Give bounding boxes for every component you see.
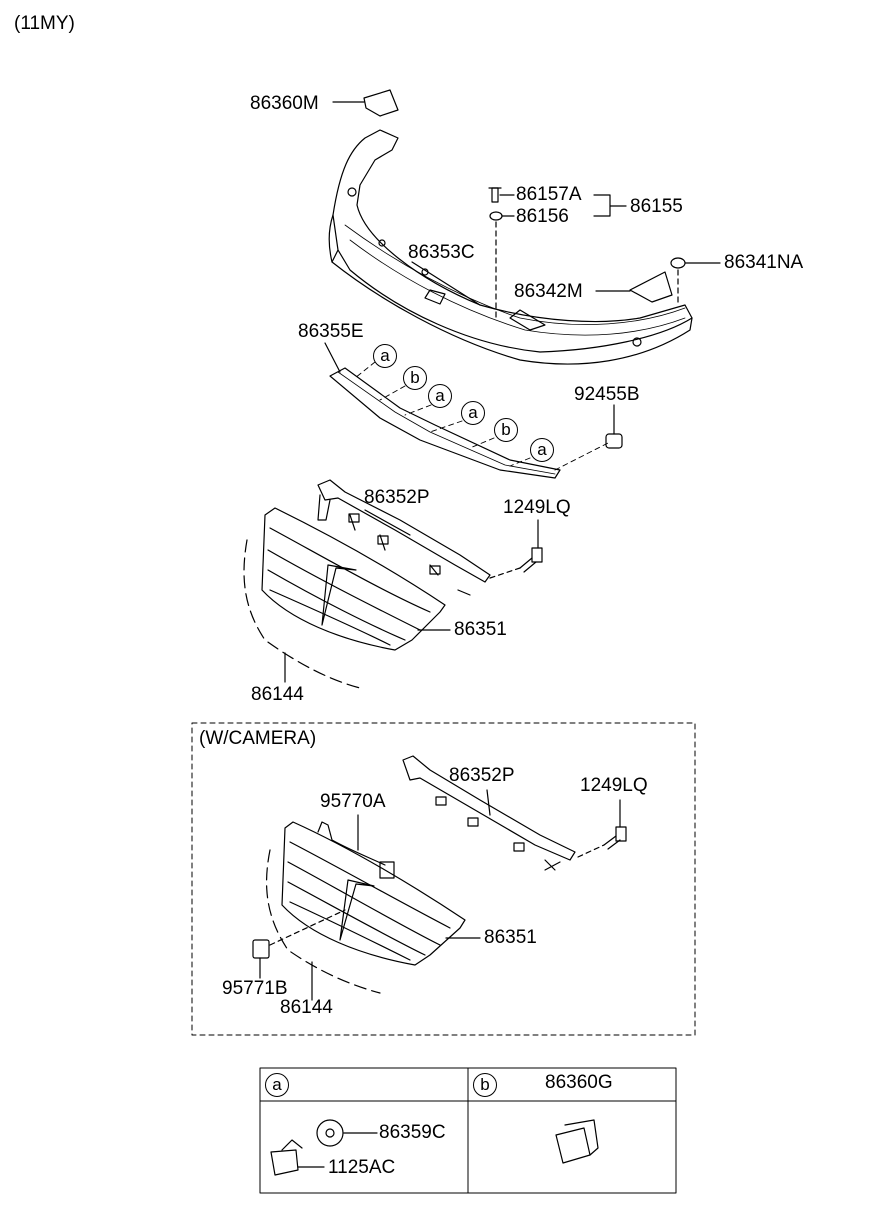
part-label-92455B: 92455B — [574, 384, 640, 405]
legend-key-b: b — [473, 1073, 497, 1097]
legend-a-parts — [270, 1119, 378, 1176]
part-label-86352P: 86352P — [364, 487, 430, 508]
part-label-86341NA: 86341NA — [724, 252, 804, 273]
part-label-95770A: 95770A — [320, 791, 386, 812]
model-year-label: (11MY) — [14, 13, 75, 34]
screw-1249LQ — [489, 519, 543, 579]
part-label-86144-camera: 86144 — [280, 997, 333, 1018]
callout-a: a — [373, 344, 397, 368]
callout-a: a — [428, 384, 452, 408]
legend-b-part — [555, 1119, 599, 1164]
screw-1249LQ-camera — [577, 799, 627, 858]
legend-part-1125AC: 1125AC — [328, 1157, 396, 1178]
camera-wiring-95770A — [317, 814, 395, 879]
callout-b: b — [403, 366, 427, 390]
part-label-86351-camera: 86351 — [484, 927, 537, 948]
bracket-86352P-camera — [402, 755, 576, 871]
callout-b: b — [494, 418, 518, 442]
bracket-86352P — [317, 479, 491, 596]
camera-95771B — [252, 909, 346, 979]
callout-a: a — [530, 438, 554, 462]
part-label-86155: 86155 — [630, 196, 683, 217]
part-label-1249LQ: 1249LQ — [503, 497, 571, 518]
upper-cover-panel — [328, 129, 693, 365]
part-label-86342M: 86342M — [514, 281, 583, 302]
camera-variant-box — [191, 722, 696, 1036]
part-label-86157A: 86157A — [516, 184, 582, 205]
part-label-86156: 86156 — [516, 206, 569, 227]
part-86360M-shape — [363, 89, 399, 117]
bolt-86157A — [488, 187, 515, 203]
part-label-86351: 86351 — [454, 619, 507, 640]
molding-strip-86355E — [329, 367, 561, 479]
part-label-95771B: 95771B — [222, 978, 288, 999]
garnish-outline-86144 — [243, 539, 361, 689]
part-label-86353C: 86353C — [408, 242, 475, 263]
legend-part-86360G: 86360G — [545, 1072, 613, 1093]
part-label-1249LQ-camera: 1249LQ — [580, 775, 648, 796]
clip-92455B — [605, 404, 623, 449]
callout-a: a — [461, 401, 485, 425]
part-label-86144: 86144 — [251, 684, 304, 705]
legend-part-86359C: 86359C — [379, 1122, 446, 1143]
legend-table — [259, 1067, 677, 1194]
part-label-86360M: 86360M — [250, 93, 319, 114]
clip-86156 — [489, 211, 515, 321]
part-label-86352P-camera: 86352P — [449, 765, 515, 786]
radiator-grille-86351-camera — [281, 821, 466, 966]
camera-box-title: (W/CAMERA) — [199, 728, 317, 749]
legend-key-a: a — [265, 1073, 289, 1097]
radiator-grille-86351 — [261, 507, 446, 651]
part-label-86355E: 86355E — [298, 321, 364, 342]
